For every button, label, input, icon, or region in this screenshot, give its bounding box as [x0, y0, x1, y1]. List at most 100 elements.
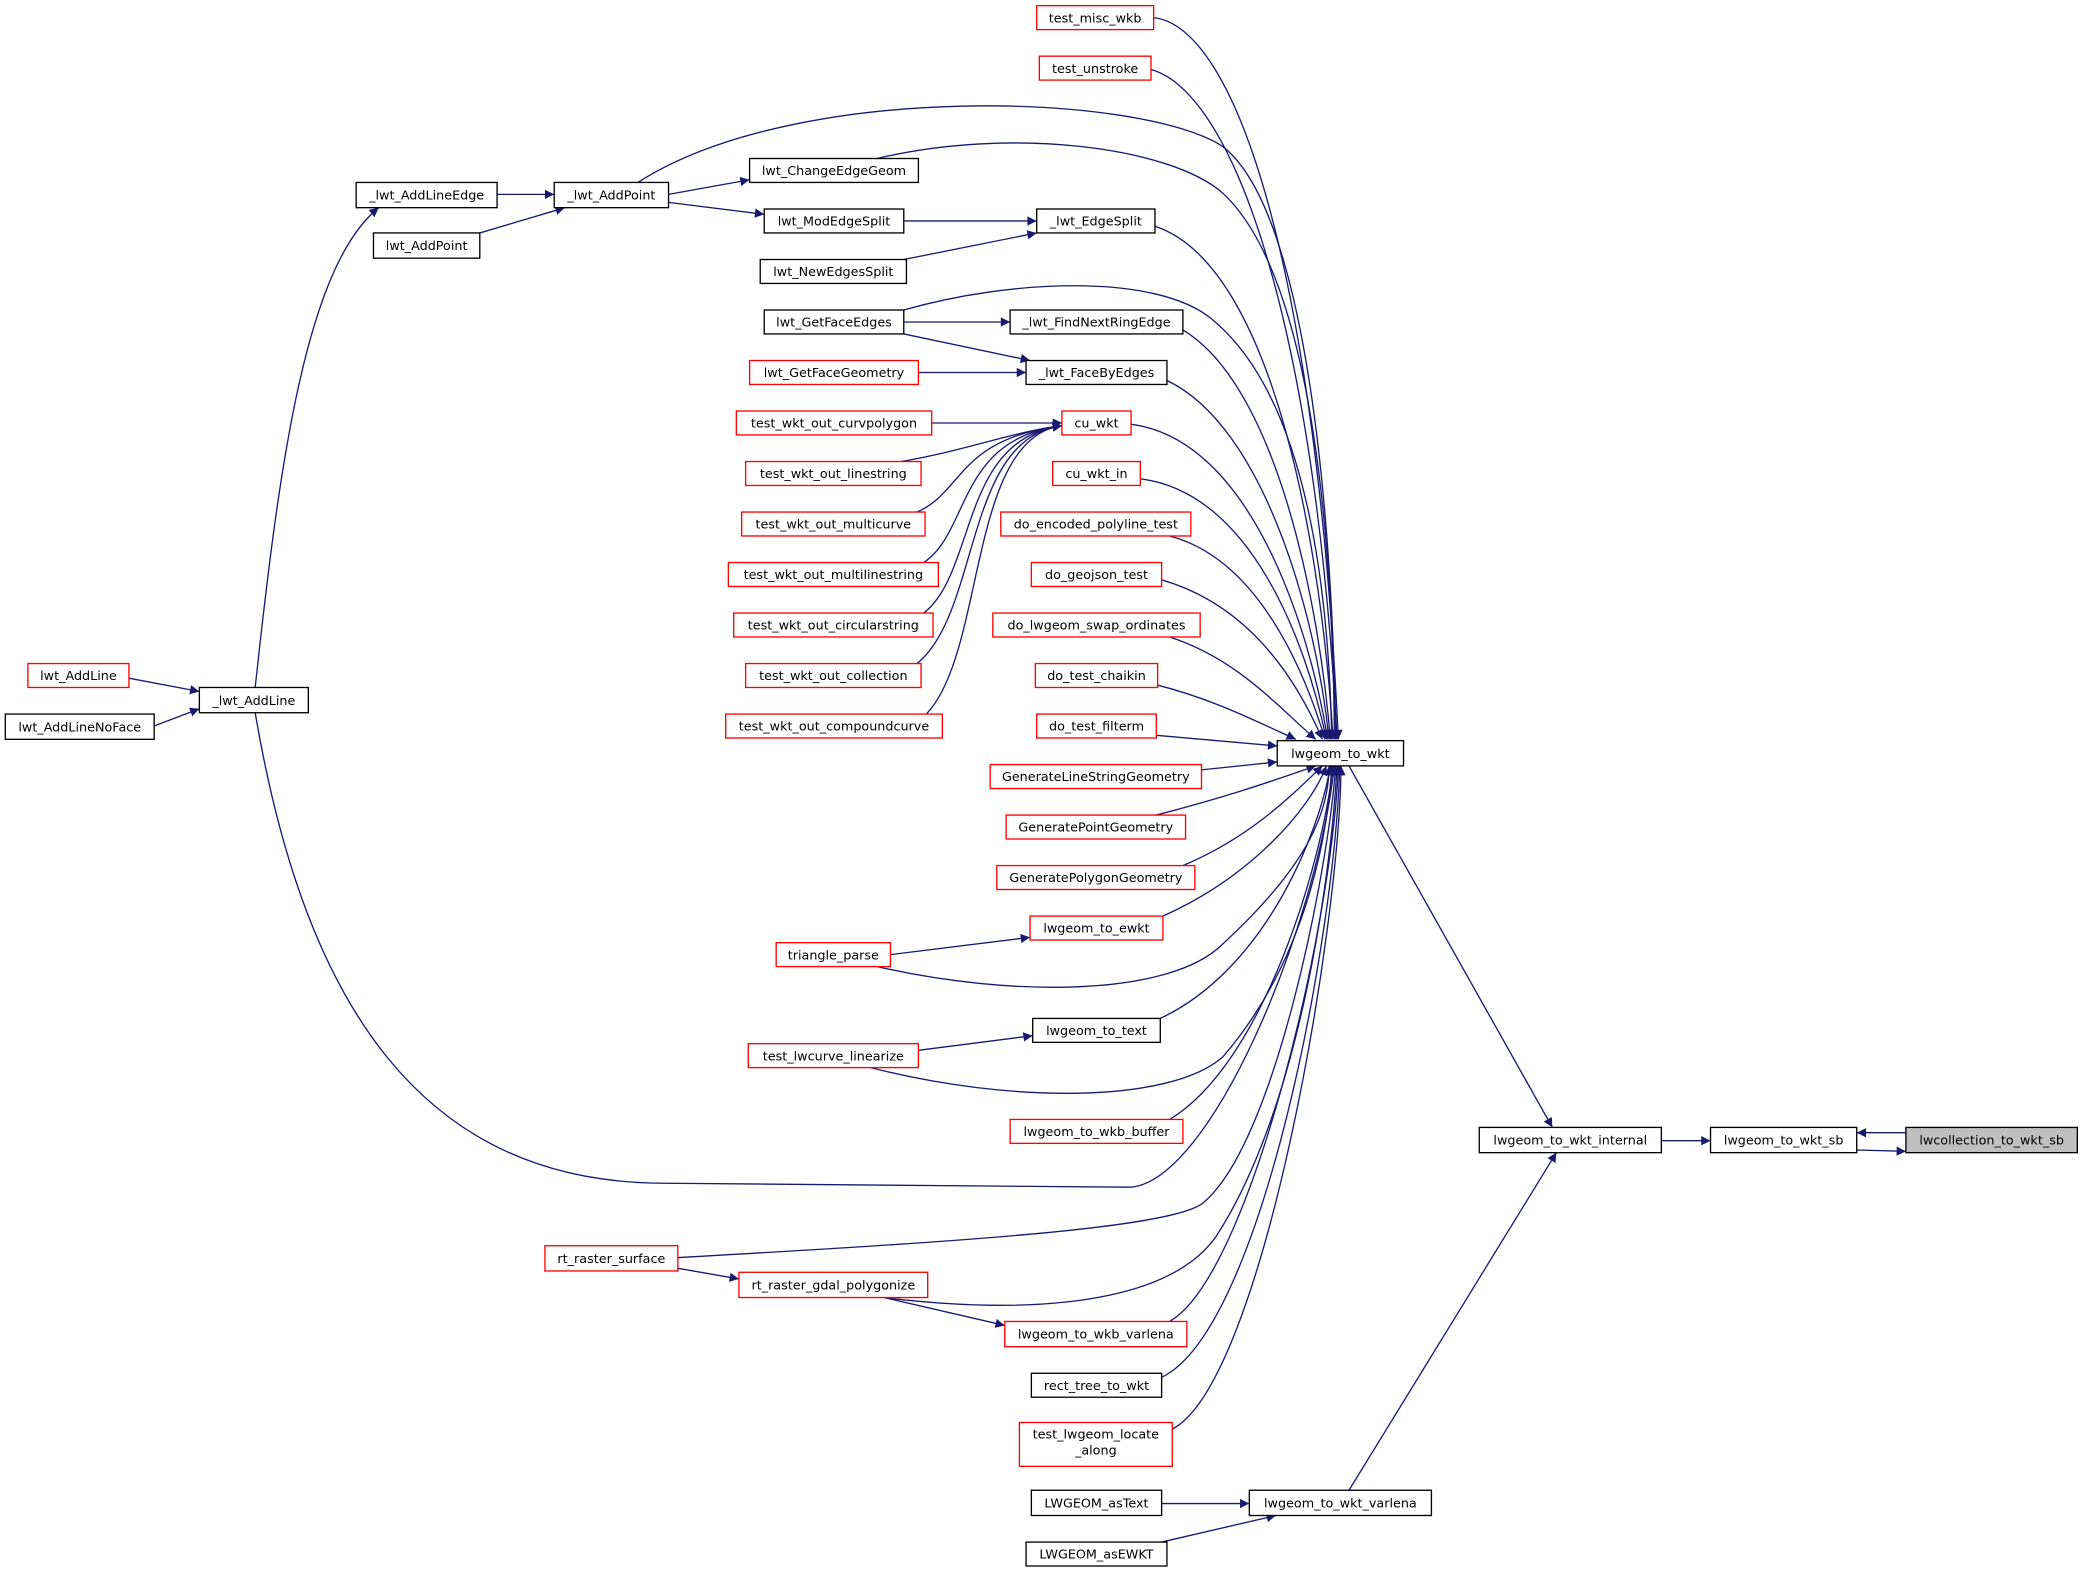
edge-change-edge-geom	[877, 142, 1339, 740]
node-box	[1005, 814, 1187, 840]
node-generatepolygongeometry[interactable]: GeneratePolygonGeometry	[996, 864, 1196, 891]
edge-wkb-varlena	[1169, 765, 1343, 1323]
node-test-wkt-out-multicurve[interactable]: test_wkt_out_multicurve	[740, 511, 926, 537]
node-cu-wkt[interactable]: cu_wkt	[1061, 410, 1132, 436]
node-label: triangle_parse	[788, 948, 879, 963]
node-cu-wkt-in[interactable]: cu_wkt_in	[1051, 460, 1142, 487]
node-test-lwcurve-linearize[interactable]: test_lwcurve_linearize	[747, 1043, 920, 1069]
node-box	[4, 713, 155, 740]
node-label: lwgeom_to_wkb_buffer	[1023, 1125, 1170, 1140]
node-test-wkt-out-multilinestring[interactable]: test_wkt_out_multilinestring	[727, 561, 939, 588]
node-box	[992, 612, 1201, 638]
node-box	[1000, 511, 1192, 537]
node-lwt-addline[interactable]: _lwt_AddLine	[198, 686, 310, 714]
node-rt-raster-gdal-polygonize[interactable]: rt_raster_gdal_polygonize	[738, 1271, 929, 1299]
node-do-test-chaikin[interactable]: do_test_chaikin	[1034, 662, 1159, 689]
node-rt-raster-surface[interactable]: rt_raster_surface	[544, 1245, 679, 1272]
node-lwt-addline[interactable]: lwt_AddLine	[27, 662, 130, 689]
edge-collection-to-cuwkt	[916, 422, 1063, 665]
node-do-test-filterm[interactable]: do_test_filterm	[1036, 713, 1157, 739]
node-test-unstroke[interactable]: test_unstroke	[1038, 55, 1152, 81]
edge-addpoint-to-changeedge	[668, 176, 750, 196]
node-box	[989, 763, 1203, 790]
edge-linestring-geom	[1201, 758, 1278, 771]
node-lwgeom-to-ewkt[interactable]: lwgeom_to_ewkt	[1029, 915, 1164, 941]
node-label: do_test_filterm	[1049, 720, 1144, 735]
node-label: _lwt_FaceByEdges	[1038, 366, 1155, 381]
node-label: rt_raster_gdal_polygonize	[751, 1279, 915, 1294]
node-label: _along	[1074, 1443, 1117, 1458]
node-generatepointgeometry[interactable]: GeneratePointGeometry	[1005, 814, 1187, 840]
node-box	[1905, 1126, 2079, 1154]
node-label: lwgeom_to_wkb_varlena	[1018, 1328, 1174, 1343]
node-lwt-addlinenoface[interactable]: lwt_AddLineNoFace	[4, 713, 155, 740]
node-lwgeom-to-wkb-varlena[interactable]: lwgeom_to_wkb_varlena	[1004, 1320, 1188, 1348]
node-lwgeom-to-wkt-varlena[interactable]: lwgeom_to_wkt_varlena	[1248, 1489, 1433, 1517]
node-box	[1478, 1126, 1663, 1154]
node-lwt-getfacegeometry[interactable]: lwt_GetFaceGeometry	[748, 359, 920, 386]
edge-swap-ordinates	[1169, 636, 1317, 740]
node-label: lwt_AddPoint	[386, 239, 468, 254]
node-lwt-addlineedge[interactable]: _lwt_AddLineEdge	[355, 181, 498, 209]
edge-addpoint-to-modedgesplit	[668, 201, 765, 218]
node-test-wkt-out-collection[interactable]: test_wkt_out_collection	[744, 662, 922, 689]
edge-find-next-ring-edge	[1182, 329, 1335, 740]
node-lwt-changeedgegeom[interactable]: lwt_ChangeEdgeGeom	[748, 157, 920, 184]
node-box	[1009, 309, 1184, 335]
node-box	[1051, 460, 1142, 487]
edge-triangle-to-ewkt	[890, 933, 1031, 956]
node-lwgeom-to-text[interactable]: lwgeom_to_text	[1032, 1017, 1161, 1044]
node-test-misc-wkb[interactable]: test_misc_wkb	[1036, 4, 1155, 31]
node-lwt-facebyedges[interactable]: _lwt_FaceByEdges	[1025, 359, 1168, 386]
node-lwgeom-to-wkt[interactable]: lwgeom_to_wkt	[1276, 739, 1405, 767]
edge-add-point	[637, 105, 1341, 740]
edge-circularstring-to-cuwkt	[923, 422, 1063, 614]
node-test-wkt-out-compoundcurve[interactable]: test_wkt_out_compoundcurve	[725, 713, 943, 739]
node-do-geojson-test[interactable]: do_geojson_test	[1030, 561, 1163, 588]
node-label: test_wkt_out_circularstring	[748, 619, 919, 634]
node-box	[747, 1043, 920, 1069]
node-label: test_lwcurve_linearize	[763, 1049, 904, 1064]
edge-point-geom	[1156, 764, 1317, 816]
node-box	[996, 864, 1196, 891]
node-test-wkt-out-linestring[interactable]: test_wkt_out_linestring	[744, 460, 922, 487]
node-triangle-parse[interactable]: triangle_parse	[775, 942, 892, 968]
node-lwgeom-astext[interactable]: LWGEOM_asText	[1030, 1489, 1163, 1517]
edge-wkb-buffer	[1169, 765, 1337, 1121]
node-lwgeom-to-wkt-internal[interactable]: lwgeom_to_wkt_internal	[1478, 1126, 1663, 1154]
node-box	[372, 232, 481, 259]
node-lwt-findnextringedge[interactable]: _lwt_FindNextRingEdge	[1009, 309, 1184, 335]
edge-cu-wkt-in	[1140, 478, 1330, 740]
node-lwgeom-to-wkb-buffer[interactable]: lwgeom_to_wkb_buffer	[1009, 1118, 1184, 1145]
node-rect-tree-to-wkt[interactable]: rect_tree_to_wkt	[1030, 1372, 1163, 1398]
node-lwt-edgesplit[interactable]: _lwt_EdgeSplit	[1036, 208, 1156, 234]
node-label: lwt_NewEdgesSplit	[773, 265, 893, 280]
node-label: lwgeom_to_ewkt	[1043, 922, 1149, 937]
edge-face-by-edges	[1166, 379, 1333, 740]
node-lwgeom-to-wkt-sb[interactable]: lwgeom_to_wkt_sb	[1709, 1126, 1858, 1154]
edge-polygonize-to-wkbvarlena	[883, 1296, 1005, 1328]
node-test-wkt-out-curvpolygon[interactable]: test_wkt_out_curvpolygon	[735, 410, 933, 436]
node-label: _lwt_FindNextRingEdge	[1021, 316, 1170, 331]
node-box	[1009, 1118, 1184, 1145]
node-lwcollection-to-wkt-sb[interactable]: lwcollection_to_wkt_sb	[1905, 1126, 2079, 1154]
node-label: test_lwgeom_locate	[1033, 1427, 1160, 1442]
node-lwt-getfaceedges[interactable]: lwt_GetFaceEdges	[763, 309, 905, 335]
node-box	[759, 258, 908, 285]
node-test-wkt-out-circularstring[interactable]: test_wkt_out_circularstring	[732, 612, 934, 638]
node-do-encoded-polyline-test[interactable]: do_encoded_polyline_test	[1000, 511, 1192, 537]
node-box	[544, 1245, 679, 1272]
node-generatelinestringgeometry[interactable]: GenerateLineStringGeometry	[989, 763, 1203, 790]
node-do-lwgeom-swap-ordinates[interactable]: do_lwgeom_swap_ordinates	[992, 612, 1201, 638]
node-lwt-modedgesplit[interactable]: lwt_ModEdgeSplit	[763, 208, 905, 234]
node-label: GeneratePointGeometry	[1018, 821, 1173, 836]
node-lwt-addpoint[interactable]: lwt_AddPoint	[372, 232, 481, 259]
node-box	[738, 1271, 929, 1299]
node-label: do_geojson_test	[1045, 568, 1148, 583]
node-lwt-newedgessplit[interactable]: lwt_NewEdgesSplit	[759, 258, 908, 285]
node-lwgeom-asewkt[interactable]: LWGEOM_asEWKT	[1025, 1541, 1168, 1567]
node-lwt-addpoint[interactable]: _lwt_AddPoint	[553, 181, 670, 209]
node-box	[763, 309, 905, 335]
node-label: rect_tree_to_wkt	[1044, 1379, 1149, 1394]
node-test-lwgeom-locate-along[interactable]: test_lwgeom_locate_along	[1018, 1421, 1173, 1467]
